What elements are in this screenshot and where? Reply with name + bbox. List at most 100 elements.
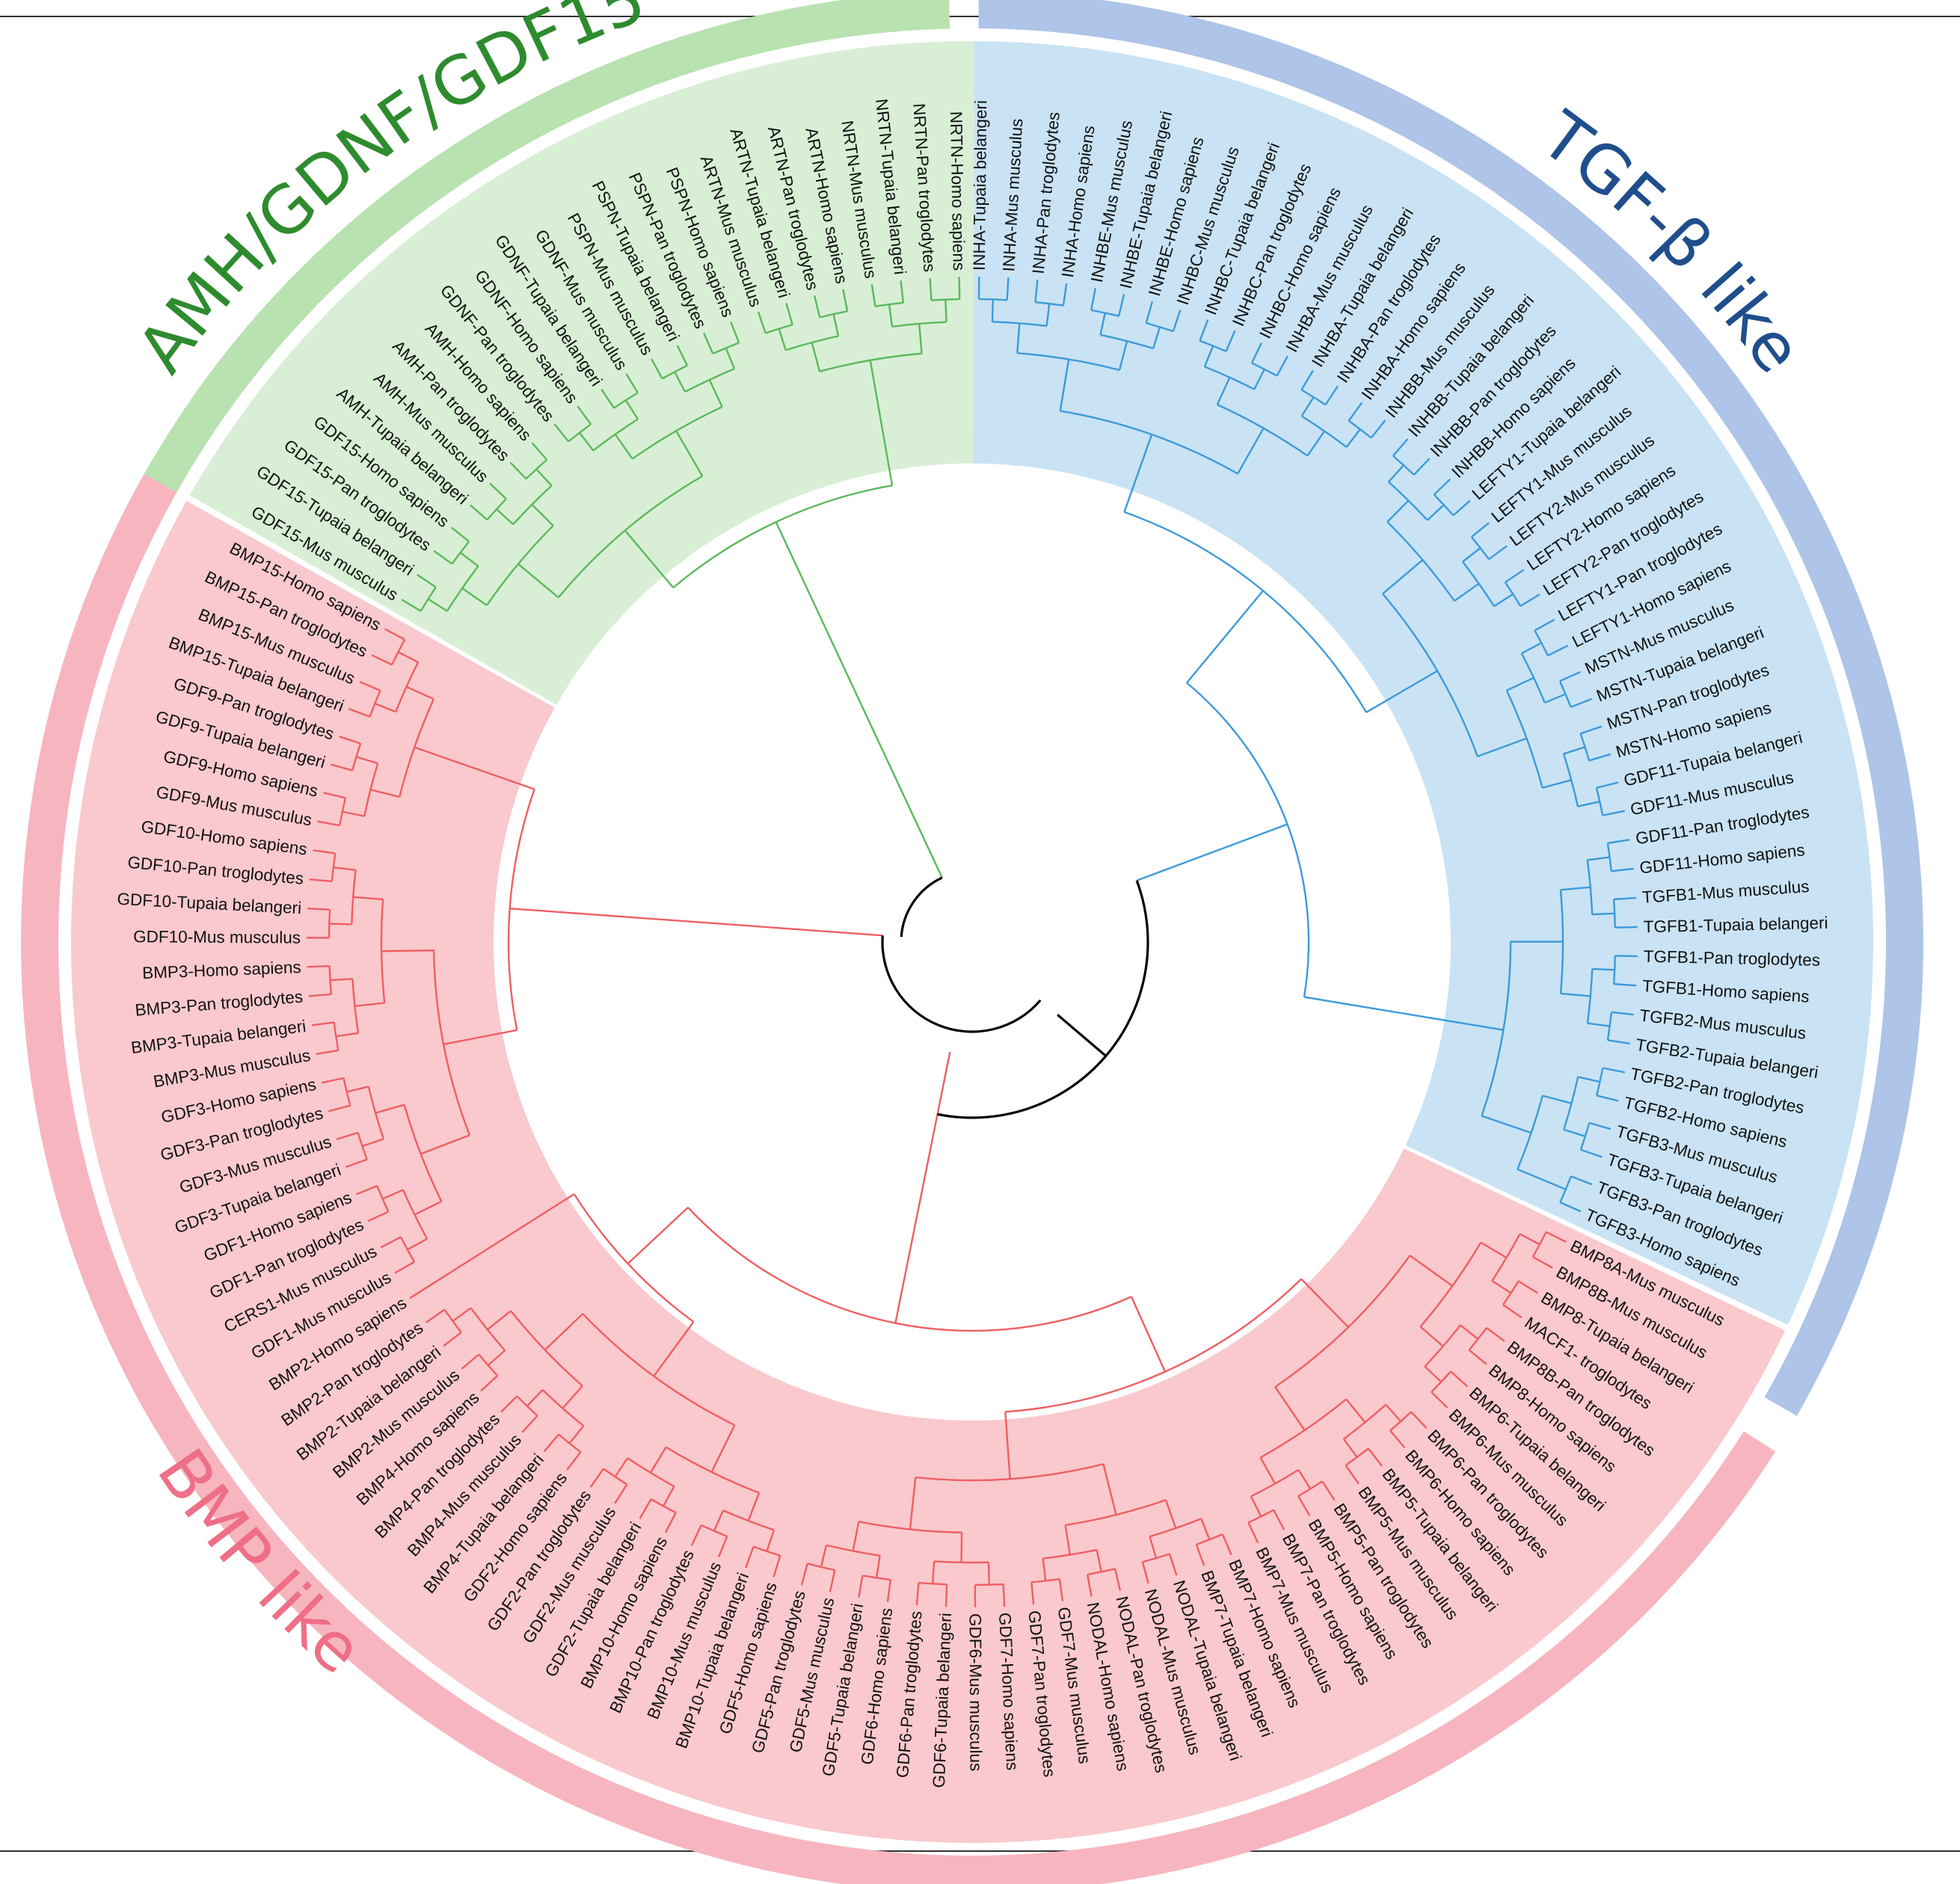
branch-radial <box>394 1260 415 1274</box>
branch-radial <box>509 907 883 937</box>
branch-radial <box>1560 886 1591 891</box>
branch-arc <box>1586 968 1594 1023</box>
branch-radial <box>1273 1509 1285 1530</box>
branch-arc <box>516 1395 538 1417</box>
branch-arc <box>333 1022 340 1051</box>
branch-arc <box>486 498 507 521</box>
branch-arc <box>858 1521 962 1534</box>
branch-radial <box>1477 737 1527 757</box>
tree-branches <box>307 277 1638 1607</box>
branch-radial <box>1102 1464 1117 1515</box>
branch-arc <box>592 418 639 452</box>
branch-radial <box>1491 1280 1512 1294</box>
branch-radial <box>649 1447 667 1474</box>
inner-white <box>494 464 1451 1420</box>
branch-radial <box>1006 277 1010 301</box>
branch-arc <box>1559 1175 1572 1203</box>
branch-radial <box>1114 1569 1122 1591</box>
leaf-label-amh: NRTN-Homo sapiens <box>947 111 968 271</box>
branch-radial <box>384 628 405 641</box>
branch-radial <box>487 1310 511 1331</box>
branch-radial <box>1431 1391 1449 1409</box>
branch-radial <box>832 313 840 336</box>
branch-radial <box>1130 1296 1167 1373</box>
branch-radial <box>900 280 905 304</box>
branch-radial <box>1385 1403 1402 1422</box>
branch-radial <box>1560 992 1591 997</box>
branch-radial <box>1607 1039 1630 1045</box>
branch-radial <box>1348 401 1363 422</box>
branch-radial <box>1096 1549 1102 1572</box>
branch-radial <box>346 1086 369 1093</box>
branch-arc <box>934 1560 989 1564</box>
branch-radial <box>1580 1148 1603 1158</box>
branch-radial <box>875 1555 881 1578</box>
branch-radial <box>1542 1095 1572 1105</box>
branch-arc <box>1250 1468 1300 1497</box>
branch-radial <box>829 1569 836 1592</box>
branch-arc <box>376 1185 390 1213</box>
branch-radial <box>362 1138 384 1148</box>
branch-radial <box>1250 1496 1262 1517</box>
branch-radial <box>1542 779 1572 789</box>
branch-radial <box>991 299 995 322</box>
branch-arc <box>1204 366 1255 390</box>
branch-radial <box>1141 1561 1149 1584</box>
branch-radial <box>330 978 353 982</box>
branch-radial <box>713 1509 725 1532</box>
branch-arc <box>1091 309 1119 317</box>
branch-radial <box>842 289 849 312</box>
branch-radial <box>1058 1578 1064 1601</box>
branch-radial <box>521 1414 538 1433</box>
branch-arc <box>557 475 703 598</box>
branch-radial <box>427 598 448 612</box>
branch-arc <box>1142 1553 1170 1563</box>
branch-radial <box>313 849 336 855</box>
branch-radial <box>568 1425 585 1444</box>
branch-radial <box>1596 781 1619 789</box>
branch-radial <box>1521 641 1542 654</box>
branch-radial <box>1454 582 1480 602</box>
branch-arc <box>1433 493 1454 517</box>
branch-radial <box>1559 671 1581 683</box>
branch-radial <box>674 371 686 392</box>
branch-radial <box>1342 1438 1358 1458</box>
branch-radial <box>690 1524 702 1546</box>
group-bands <box>21 0 1923 1884</box>
branch-radial <box>309 878 332 883</box>
branch-radial <box>487 1349 506 1367</box>
branch-radial <box>1462 547 1481 563</box>
branch-radial <box>339 735 361 745</box>
branch-radial <box>489 482 507 500</box>
branch-radial <box>1225 330 1236 352</box>
branch-radial <box>1577 800 1600 807</box>
branch-radial <box>1517 1168 1567 1190</box>
branch-radial <box>452 1307 472 1323</box>
branch-radial <box>1365 670 1438 713</box>
branch-radial <box>766 1530 775 1552</box>
branch-radial <box>858 1575 864 1598</box>
branch-arc <box>1149 1518 1202 1538</box>
branch-radial <box>1580 725 1603 735</box>
branch-radial <box>1602 810 1625 816</box>
branch-radial <box>380 1236 402 1249</box>
branch-radial <box>627 1207 689 1264</box>
branch-arc <box>651 1498 677 1514</box>
branch-radial <box>1087 1574 1093 1597</box>
branch-radial <box>1306 431 1326 457</box>
branch-radial <box>336 1032 359 1038</box>
branch-radial <box>624 399 639 420</box>
branch-radial <box>651 358 663 380</box>
branch-radial <box>353 896 384 901</box>
backbone-radial <box>1057 1014 1107 1057</box>
branch-radial <box>745 1546 755 1569</box>
branch-radial <box>414 746 535 790</box>
branch-arc <box>1247 1509 1274 1524</box>
branch-radial <box>1303 996 1504 1031</box>
branch-radial <box>778 328 787 351</box>
branch-radial <box>929 277 933 301</box>
branch-radial <box>333 866 356 871</box>
branch-arc <box>399 698 435 798</box>
branch-radial <box>1300 396 1315 417</box>
branch-radial <box>307 907 331 911</box>
